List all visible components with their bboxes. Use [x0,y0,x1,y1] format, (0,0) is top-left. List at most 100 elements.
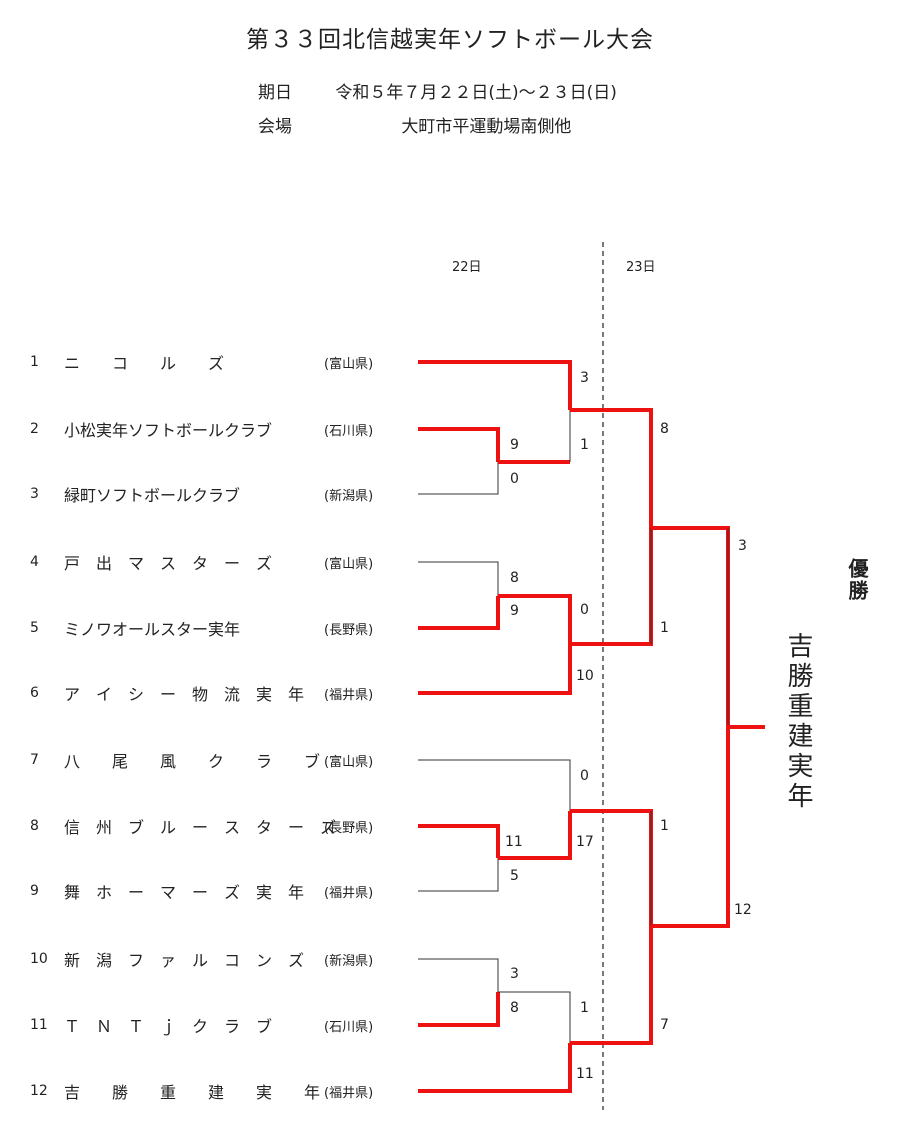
team-row: 12 吉 勝 重 建 実 年(福井県) [30,1079,400,1103]
team-name: 吉 勝 重 建 実 年 [64,1083,321,1102]
line-r2b-winner-lower [570,528,653,646]
team-prefecture: (長野県) [324,820,374,836]
score-r2-c-bot: 17 [576,834,594,850]
team-row: 8 信 州 ブ ル ー ス タ ー ズ(長野県) [30,814,400,838]
line-r2c-winner [570,809,653,926]
team-name: ア イ シ ー 物 流 実 年 [64,685,305,704]
score-sf-top-bot: 1 [660,620,669,636]
team-seed: 8 [30,818,39,834]
score-r1-8: 11 [505,834,523,850]
score-r2-a-top: 3 [580,370,589,386]
team-prefecture: (石川県) [324,1019,374,1035]
team-name: ミノワオールスター実年 [64,620,241,639]
team-row: 1 ニ コ ル ズ (富山県) [30,350,400,374]
venue-value: 大町市平運動場南側他 [401,117,572,137]
line-team-8 [418,824,500,858]
team-seed: 10 [30,951,48,967]
line-team-9 [418,858,499,892]
team-seed: 1 [30,354,39,370]
team-name: 緑町ソフトボールクラブ [64,486,241,505]
team-prefecture: (石川県) [324,423,374,439]
team-prefecture: (富山県) [324,754,374,770]
score-r1-2: 9 [510,437,519,453]
line-r1-winner-8 [498,811,572,860]
team-seed: 5 [30,620,39,636]
date-row: 期日 令和５年７月２２日(土)～２３日(日) [258,78,617,103]
line-team-1 [418,360,572,410]
team-name: Ｔ Ｎ Ｔ ｊ ク ラ ブ [64,1017,273,1036]
team-prefecture: (新潟県) [324,488,374,504]
team-row: 10 新 潟 フ ァ ル コ ン ズ (新潟県) [30,947,400,971]
score-r1-11: 8 [510,1000,519,1016]
line-team-7 [418,759,571,811]
score-r2-d-bot: 11 [576,1066,594,1082]
line-team-2 [418,427,500,462]
score-r1-9: 5 [510,868,519,884]
date-value: 令和５年７月２２日(土)～２３日(日) [335,83,617,103]
score-r1-4: 8 [510,570,519,586]
winner-label: 優勝 [845,558,869,602]
score-r2-b-bot: 10 [576,668,594,684]
score-r2-a-bot: 1 [580,437,589,453]
team-name: 小松実年ソフトボールクラブ [64,421,273,440]
score-final-bot: 12 [734,902,752,918]
venue-label: 会場 [258,117,292,137]
team-row: 3 緑町ソフトボールクラブ (新潟県) [30,482,400,506]
team-prefecture: (富山県) [324,556,374,572]
champion-name: 吉勝重建実年 [783,632,813,812]
score-sf-bot-bot: 7 [660,1017,669,1033]
score-sf-bot-top: 1 [660,818,669,834]
line-team-12 [418,1043,572,1093]
team-prefecture: (富山県) [324,356,374,372]
day-label-23: 23日 [626,260,656,275]
line-team-4 [418,561,499,596]
score-r2-b-top: 0 [580,602,589,618]
line-team-6 [418,644,572,695]
team-seed: 3 [30,486,39,502]
team-name: 信 州 ブ ル ー ス タ ー ズ [64,818,337,837]
score-r2-c-top: 0 [580,768,589,784]
team-seed: 2 [30,421,39,437]
team-row: 11 Ｔ Ｎ Ｔ ｊ ク ラ ブ (石川県) [30,1013,400,1037]
score-r1-3: 0 [510,471,519,487]
team-prefecture: (長野県) [324,622,374,638]
line-r2d-winner [570,926,653,1045]
team-seed: 9 [30,883,39,899]
team-name: ニ コ ル ズ [64,354,225,373]
score-r1-10: 3 [510,966,519,982]
team-seed: 12 [30,1083,48,1099]
score-r2-d-top: 1 [580,1000,589,1016]
team-row: 5 ミノワオールスター実年 (長野県) [30,616,400,640]
team-seed: 4 [30,554,39,570]
score-final-top: 3 [738,538,747,554]
team-name: 舞 ホ ー マ ー ズ 実 年 [64,883,305,902]
date-label: 期日 [258,83,292,103]
team-prefecture: (福井県) [324,1085,374,1101]
team-seed: 11 [30,1017,48,1033]
team-row: 9 舞 ホ ー マ ー ズ 実 年 (福井県) [30,879,400,903]
team-name: 新 潟 フ ァ ル コ ン ズ [64,951,305,970]
venue-row: 会場 大町市平運動場南側他 [258,112,571,137]
team-prefecture: (新潟県) [324,953,374,969]
team-seed: 6 [30,685,39,701]
team-name: 八 尾 風 ク ラ ブ [64,752,321,771]
team-prefecture: (福井県) [324,687,374,703]
line-team-3 [418,462,499,495]
line-r1-winner-11 [498,991,571,1043]
team-prefecture: (福井県) [324,885,374,901]
team-row: 6 ア イ シ ー 物 流 実 年 (福井県) [30,681,400,705]
line-team-5 [418,596,500,630]
score-sf-top-top: 8 [660,421,669,437]
team-row: 2 小松実年ソフトボールクラブ (石川県) [30,417,400,441]
line-final-winner [651,725,765,928]
day-label-22: 22日 [452,260,482,275]
line-team-11 [418,992,500,1027]
line-r2a-winner [570,408,653,528]
team-row: 7 八 尾 風 ク ラ ブ(富山県) [30,748,400,772]
line-r1-winner-5 [498,594,572,644]
page-title: 第３３回北信越実年ソフトボール大会 [246,27,654,53]
team-seed: 7 [30,752,39,768]
line-team-10 [418,958,499,992]
